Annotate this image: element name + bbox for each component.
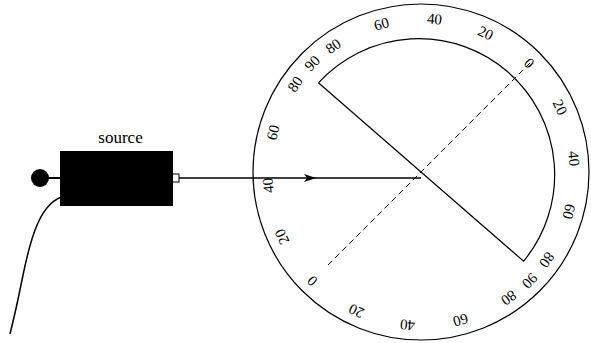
output-port [172, 174, 179, 182]
scale-number: 60 [560, 202, 578, 220]
beam-line [308, 177, 421, 179]
scale-number: 90 [519, 270, 540, 291]
source-label: source [98, 128, 142, 148]
source-box: source [60, 151, 173, 206]
scale-number: 60 [451, 311, 469, 329]
scale-number: 40 [565, 151, 581, 167]
scale-number: 0 [305, 272, 321, 288]
scale-number: 0 [521, 56, 537, 72]
beam-arrow [178, 177, 310, 179]
scale-number: 60 [372, 15, 390, 33]
reference-line [328, 63, 530, 265]
scale-number: 80 [536, 249, 557, 270]
scale-number: 20 [476, 23, 496, 43]
scale-number: 80 [285, 74, 306, 95]
cable [10, 196, 66, 334]
scale-number: 20 [346, 301, 366, 321]
scale-number: 80 [323, 36, 344, 57]
half-disc [318, 39, 554, 262]
scale-number: 40 [400, 316, 416, 332]
scale-number: 60 [264, 123, 282, 141]
protractor-circle [253, 4, 589, 340]
scale-number: 90 [302, 53, 323, 74]
knob [31, 169, 49, 187]
scale-number: 20 [272, 227, 292, 247]
scale-number: 40 [260, 177, 276, 193]
scale-number: 40 [426, 11, 442, 27]
scale-number: 20 [550, 97, 570, 117]
scale-number: 80 [498, 287, 519, 308]
